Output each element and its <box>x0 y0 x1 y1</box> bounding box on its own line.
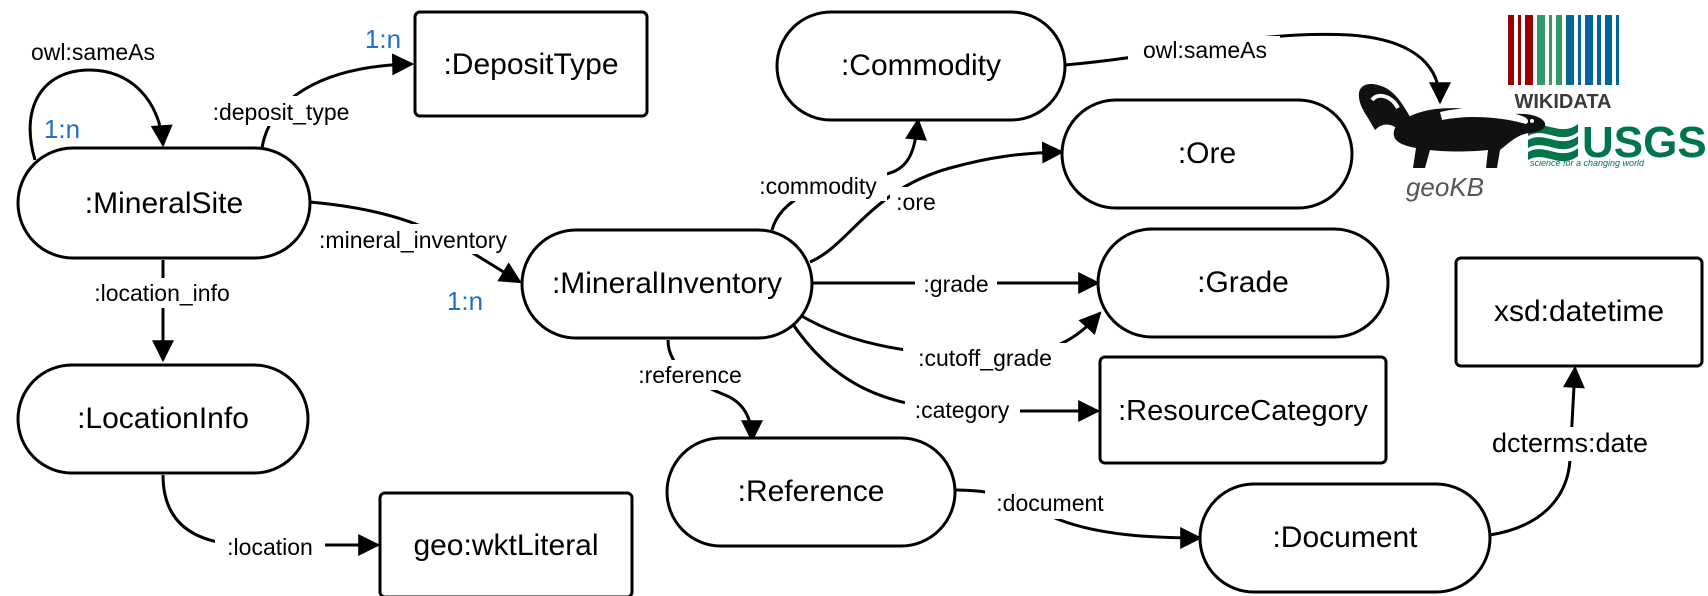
node-commodity[interactable]: :Commodity <box>775 10 1067 122</box>
edge-label-deposit-type: :deposit_type <box>213 99 350 125</box>
node-label: :LocationInfo <box>77 402 249 435</box>
node-deposit-type[interactable]: :DepositType <box>413 10 649 118</box>
edge-label-bg <box>195 96 367 126</box>
node-wkt-literal[interactable]: geo:wktLiteral <box>378 491 634 596</box>
geokb-wordmark: geoKB <box>1406 172 1484 202</box>
logos: WIKIDATA USGS science for a changing wor… <box>1358 15 1707 202</box>
node-xsd-datetime[interactable]: xsd:datetime <box>1454 256 1704 368</box>
usgs-logo: USGS science for a changing world <box>1528 118 1707 168</box>
node-label: :Commodity <box>841 49 1001 82</box>
edge-label-grade: :grade <box>923 271 988 297</box>
edge-site-same-as <box>28 68 173 161</box>
edge-label-commodity-same-as: owl:sameAs <box>1143 37 1267 63</box>
edge-label-mineral-inventory: :mineral_inventory <box>319 227 507 253</box>
node-mineral-site[interactable]: :MineralSite <box>16 146 312 260</box>
edge-label-site-same-as: owl:sameAs <box>31 39 155 65</box>
edge-label-bg <box>1475 427 1665 461</box>
node-label: :MineralSite <box>85 187 243 220</box>
edge-label-reference: :reference <box>638 362 742 388</box>
edge-label-commodity: :commodity <box>759 173 877 199</box>
cardinalities: 1:n 1:n 1:n <box>44 24 483 316</box>
edge-label-document: :document <box>996 490 1104 516</box>
edge-labels: owl:sameAs :deposit_type :mineral_invent… <box>31 36 1665 562</box>
edge-dcterms-date <box>1489 365 1585 537</box>
edge-label-cutoff-grade: :cutoff_grade <box>918 345 1052 371</box>
node-label: :DepositType <box>443 48 618 81</box>
edge-label-location: :location <box>227 534 313 560</box>
cardinality-site-same-as: 1:n <box>44 114 80 144</box>
edge-ore <box>809 141 1065 264</box>
node-label: :Grade <box>1197 266 1289 299</box>
node-resource-category[interactable]: :ResourceCategory <box>1098 355 1388 465</box>
node-reference[interactable]: :Reference <box>665 436 957 548</box>
nodes: :MineralSite :Commodity :Ore :MineralInv… <box>16 10 1704 596</box>
edge-label-bg <box>298 224 528 254</box>
node-ore[interactable]: :Ore <box>1060 98 1354 210</box>
node-label: geo:wktLiteral <box>413 529 598 562</box>
edge-deposit-type <box>260 53 415 149</box>
node-label: :Ore <box>1178 137 1236 170</box>
wikidata-wordmark: WIKIDATA <box>1514 91 1611 113</box>
cardinality-deposit-type: 1:n <box>365 24 401 54</box>
skunk-icon <box>1358 84 1546 168</box>
edge-label-bg <box>1128 36 1280 66</box>
wikidata-logo: WIKIDATA <box>1508 15 1619 113</box>
node-label: :ResourceCategory <box>1118 395 1368 427</box>
node-label: xsd:datetime <box>1494 295 1664 328</box>
wikidata-barcode-icon <box>1508 15 1619 85</box>
edge-label-bg <box>890 187 945 217</box>
cardinality-mineral-inventory: 1:n <box>447 286 483 316</box>
node-mineral-inventory[interactable]: :MineralInventory <box>520 228 814 340</box>
node-location-info[interactable]: :LocationInfo <box>16 363 310 475</box>
edge-label-location-info: :location_info <box>94 280 230 306</box>
node-label: :MineralInventory <box>552 267 782 300</box>
node-label: :Document <box>1272 521 1418 554</box>
edge-label-bg <box>215 532 325 562</box>
node-grade[interactable]: :Grade <box>1096 227 1390 339</box>
node-document[interactable]: :Document <box>1198 482 1492 594</box>
edge-label-category: :category <box>915 397 1010 423</box>
edge-label-bg <box>903 343 1068 373</box>
edge-label-ore: :ore <box>896 189 936 215</box>
node-label: :Reference <box>738 475 885 508</box>
usgs-wordmark: USGS <box>1582 118 1707 167</box>
edge-label-bg <box>628 360 753 390</box>
geokb-logo: geoKB <box>1358 84 1546 202</box>
edge-label-bg <box>915 270 997 300</box>
edge-label-bg <box>985 489 1115 519</box>
usgs-tagline: science for a changing world <box>1530 158 1645 168</box>
edge-label-bg <box>75 278 250 308</box>
edge-label-bg <box>905 396 1020 426</box>
edge-label-dcterms-date: dcterms:date <box>1492 428 1648 458</box>
edge-label-bg <box>747 171 887 201</box>
